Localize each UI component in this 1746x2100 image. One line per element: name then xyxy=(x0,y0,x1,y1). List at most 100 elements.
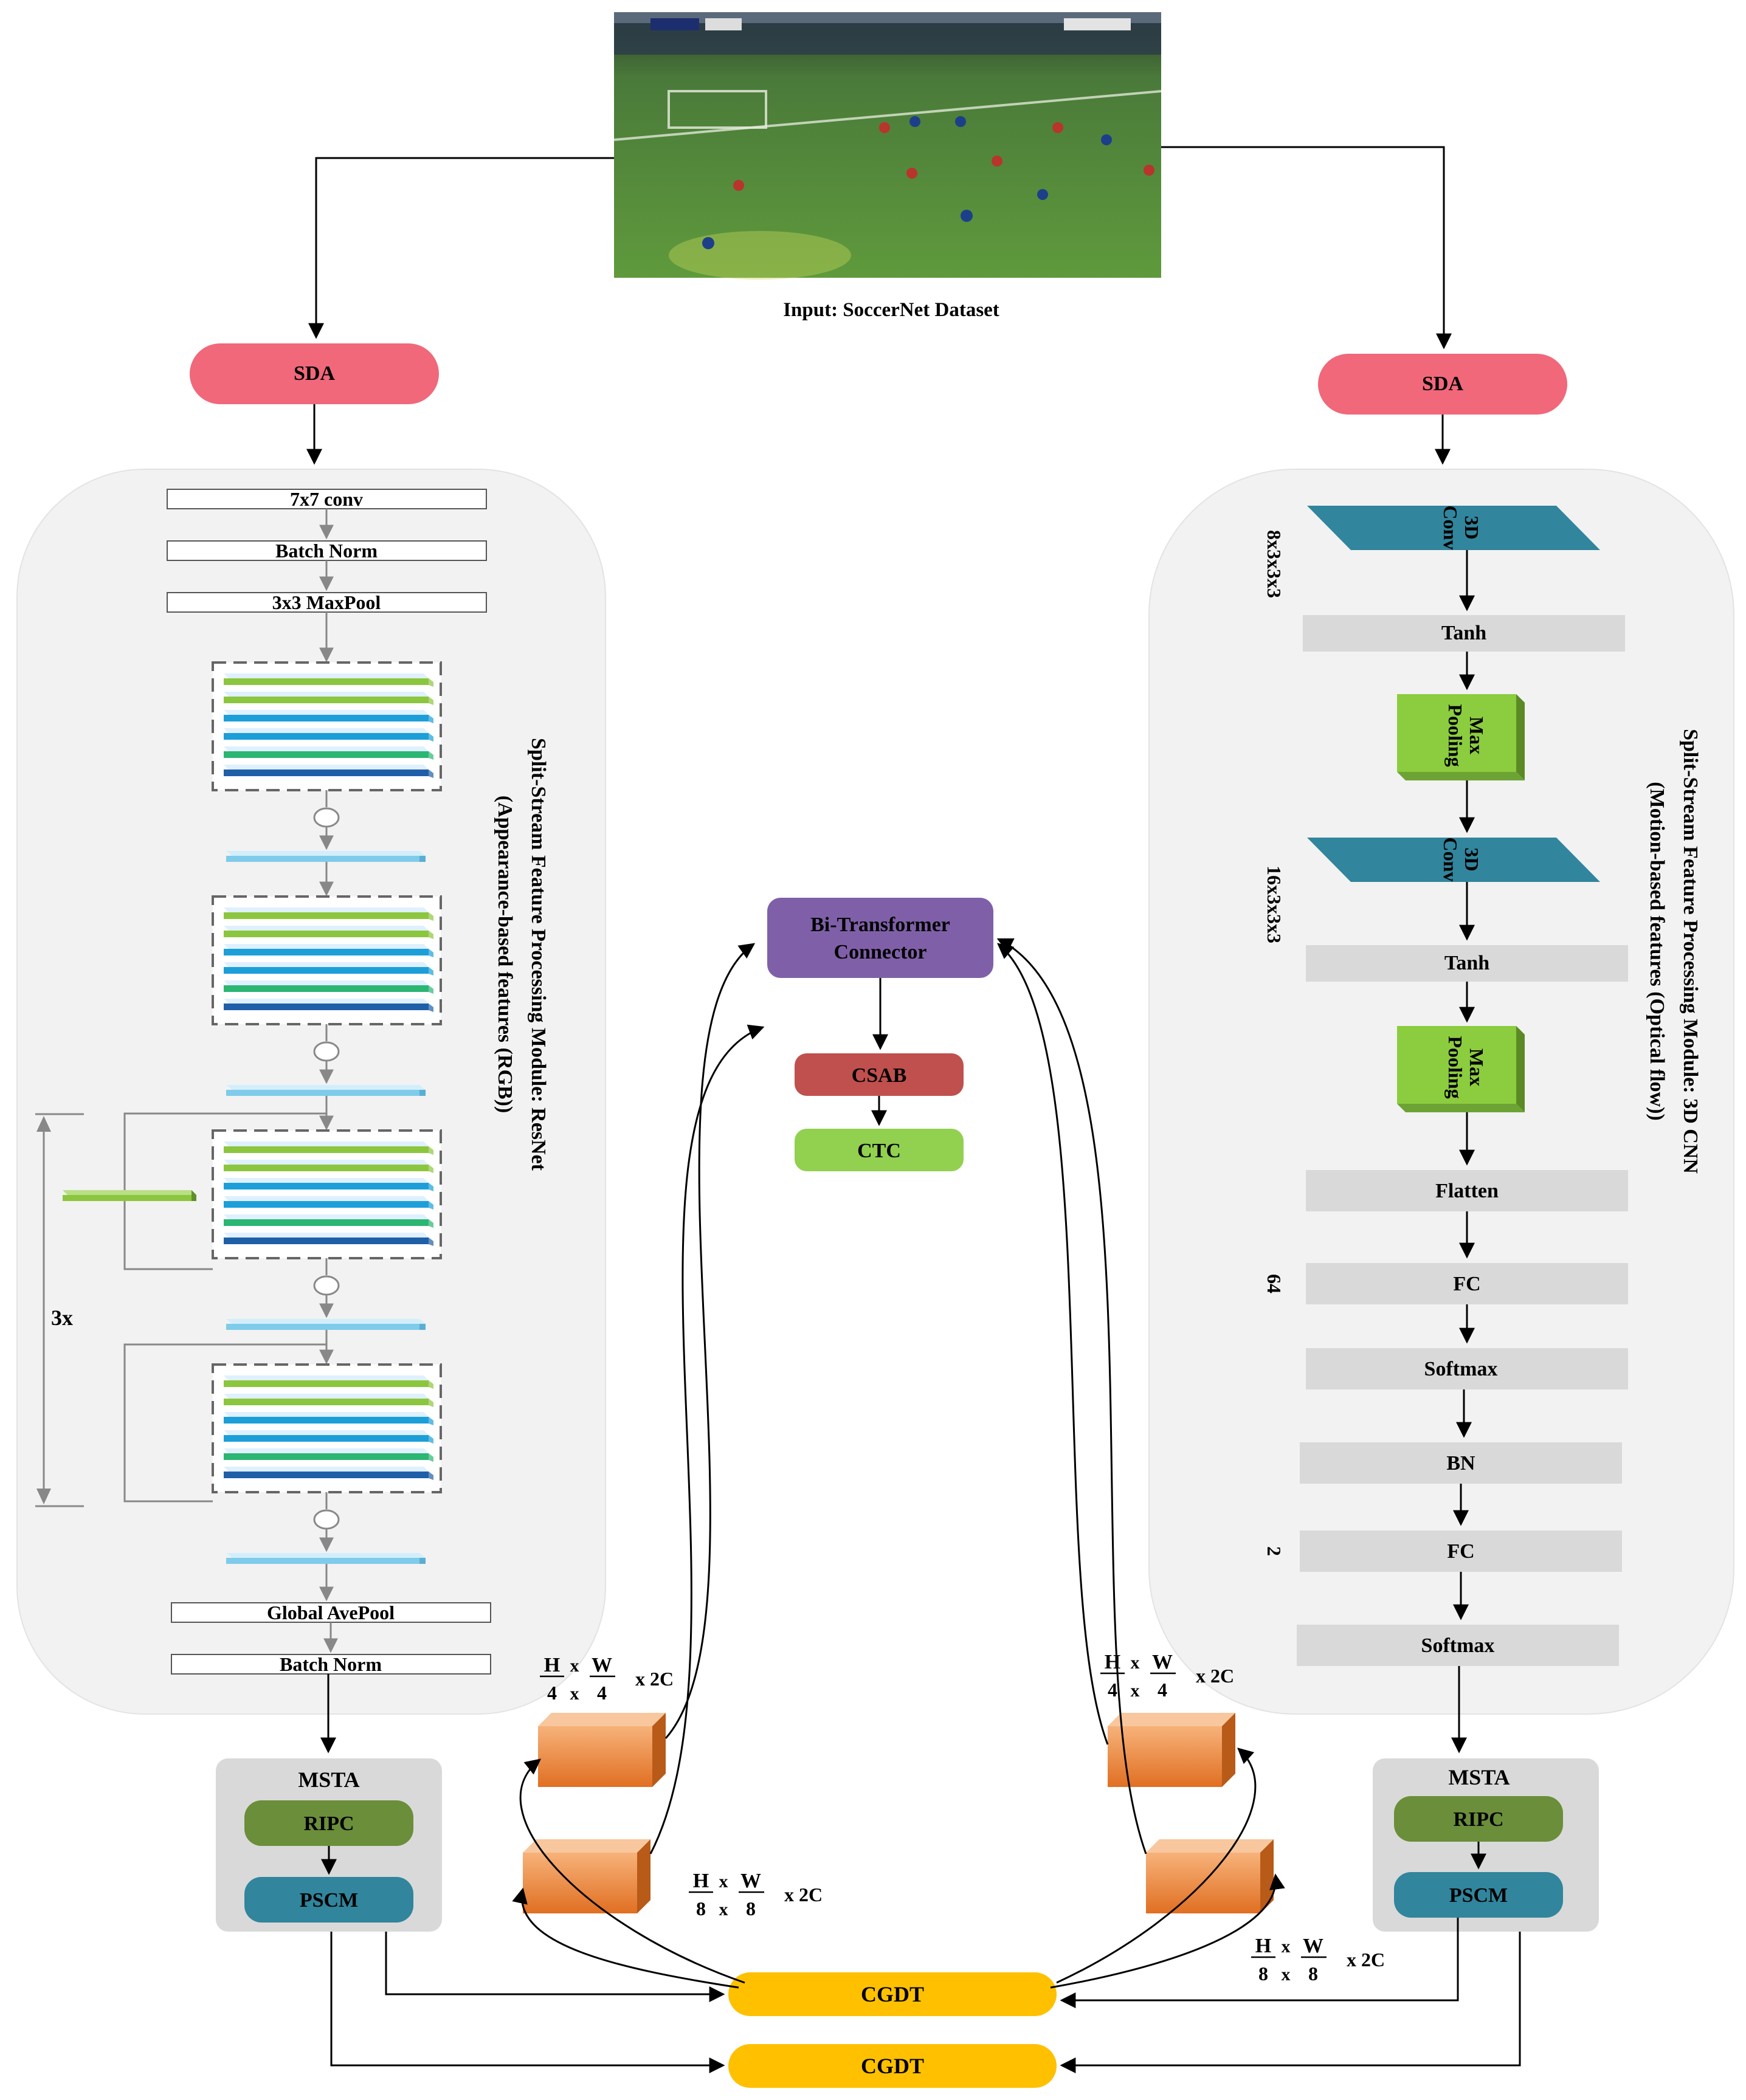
svg-text:W: W xyxy=(1152,1651,1173,1673)
add-node xyxy=(313,1275,340,1296)
svg-text:x: x xyxy=(1131,1681,1140,1701)
bn-label: BN xyxy=(1446,1452,1475,1475)
tanh-2-label: Tanh xyxy=(1444,952,1489,974)
csab-label: CSAB xyxy=(852,1064,907,1087)
layer-batch-norm-1-label: Batch Norm xyxy=(275,540,378,562)
residual-block xyxy=(212,661,442,791)
msta-right: MSTA RIPC PSCM xyxy=(1373,1758,1599,1932)
csab xyxy=(795,1053,964,1096)
fc-1-dims: 64 xyxy=(1263,1274,1285,1293)
conv3d-1-dims: 8x3x3x3 xyxy=(1263,530,1285,598)
fc-1 xyxy=(1306,1263,1628,1304)
conv3d-1-label-a: 3D xyxy=(1461,515,1483,539)
softmax-1-label: Softmax xyxy=(1424,1358,1498,1380)
right-stream: SDA 3D Conv 8x3x3x3 Tanh Max Pooling 3D … xyxy=(1148,146,1734,1754)
conv3d-1 xyxy=(1307,506,1600,550)
tanh-1 xyxy=(1303,615,1625,652)
ripc-left-label: RIPC xyxy=(303,1813,354,1835)
svg-text:8: 8 xyxy=(1258,1963,1268,1985)
svg-text:H: H xyxy=(1255,1935,1271,1957)
layer-batch-norm-1 xyxy=(167,540,487,561)
ctc-label: CTC xyxy=(857,1140,901,1162)
msta-right-title: MSTA xyxy=(1448,1765,1510,1789)
cgdt-2 xyxy=(728,2044,1057,2088)
transition-layer xyxy=(226,1085,426,1096)
bn xyxy=(1300,1442,1622,1484)
svg-text:x: x xyxy=(1131,1653,1140,1673)
svg-text:x 2C: x 2C xyxy=(784,1884,823,1905)
svg-text:W: W xyxy=(592,1654,612,1676)
svg-text:4: 4 xyxy=(1158,1679,1167,1701)
fc-2-label: FC xyxy=(1447,1540,1474,1563)
cgdt-1 xyxy=(728,1972,1057,2016)
pscm-right xyxy=(1394,1872,1563,1918)
ctc xyxy=(795,1129,964,1171)
layer-batch-norm-2-label: Batch Norm xyxy=(280,1653,382,1675)
bottom-connections xyxy=(330,938,1521,2073)
flatten-label: Flatten xyxy=(1435,1180,1499,1202)
svg-text:x: x xyxy=(1282,1936,1291,1957)
bi-transformer-connector xyxy=(767,898,993,978)
svg-text:x: x xyxy=(1282,1964,1291,1985)
cnn-module-sublabel: (Motion-based features (Optical flow)) xyxy=(1646,782,1668,1120)
svg-text:4: 4 xyxy=(1108,1679,1117,1701)
layer-batch-norm-2 xyxy=(171,1654,491,1675)
dim-label-right-eighth: H x W 8 x 8 x 2C xyxy=(1251,1935,1385,1985)
svg-text:8: 8 xyxy=(1308,1963,1318,1985)
svg-text:W: W xyxy=(1303,1935,1323,1957)
svg-text:4: 4 xyxy=(597,1682,607,1704)
svg-text:8: 8 xyxy=(746,1898,756,1919)
residual-block xyxy=(212,895,442,1025)
feature-block-right-quarter xyxy=(1108,1713,1235,1787)
svg-text:x: x xyxy=(570,1656,579,1676)
svg-text:H: H xyxy=(544,1654,560,1676)
conv3d-2 xyxy=(1307,838,1600,882)
svg-text:W: W xyxy=(740,1870,761,1892)
tanh-2 xyxy=(1306,945,1628,982)
center-stack: Bi-Transformer Connector CSAB CTC xyxy=(767,898,993,1171)
fc-1-label: FC xyxy=(1453,1273,1480,1295)
layer-3x3-maxpool-label: 3x3 MaxPool xyxy=(272,591,381,613)
conv3d-2-label-a: 3D xyxy=(1461,847,1483,871)
softmax-1 xyxy=(1306,1348,1628,1389)
transition-layer xyxy=(226,1553,426,1564)
svg-text:x: x xyxy=(719,1871,728,1892)
feature-block-left-quarter xyxy=(538,1713,666,1787)
pscm-left-label: PSCM xyxy=(300,1889,358,1912)
connector-label-a: Bi-Transformer xyxy=(810,914,950,936)
fc-2 xyxy=(1300,1530,1622,1572)
resnet-module-label: Split-Stream Feature Processing Module: … xyxy=(527,738,550,1171)
svg-text:x: x xyxy=(719,1899,728,1919)
conv3d-1-label-b: Conv xyxy=(1440,506,1461,550)
svg-text:4: 4 xyxy=(547,1682,557,1704)
sda-right-label: SDA xyxy=(1422,373,1463,395)
pscm-left xyxy=(244,1877,413,1923)
resnet-module-sublabel: (Appearance-based features (RGB)) xyxy=(494,796,516,1114)
msta-left-title: MSTA xyxy=(298,1768,359,1792)
skip-projection-layer xyxy=(63,1190,196,1201)
sda-right xyxy=(1318,354,1567,415)
conv3d-2-label-b: Conv xyxy=(1440,838,1461,882)
layer-7x7-conv xyxy=(167,489,487,509)
max-pooling-1-label-a: Max xyxy=(1466,717,1488,754)
ripc-right xyxy=(1394,1796,1563,1842)
dim-label-left-quarter: H x W 4 x 4 x 2C xyxy=(540,1654,674,1704)
layer-7x7-conv-label: 7x7 conv xyxy=(290,488,363,510)
left-stream: SDA 7x7 conv Batch Norm 3x3 MaxPool 3x G… xyxy=(16,157,614,1754)
svg-text:x 2C: x 2C xyxy=(1347,1949,1385,1971)
residual-block xyxy=(212,1129,442,1259)
max-pooling-2 xyxy=(1397,1026,1525,1112)
transition-layer xyxy=(226,1319,426,1330)
add-node xyxy=(313,1509,340,1530)
feature-block-left-eighth xyxy=(523,1839,650,1913)
conv3d-2-dims: 16x3x3x3 xyxy=(1263,866,1285,943)
pscm-right-label: PSCM xyxy=(1449,1884,1508,1907)
fc-2-dims: 2 xyxy=(1263,1546,1285,1556)
layer-global-avepool-label: Global AvePool xyxy=(267,1602,395,1623)
input-image: Input: SoccerNet Dataset xyxy=(613,12,1162,321)
layer-global-avepool xyxy=(171,1602,491,1623)
add-node xyxy=(313,807,340,828)
ripc-right-label: RIPC xyxy=(1453,1808,1503,1831)
max-pooling-1 xyxy=(1397,694,1525,780)
